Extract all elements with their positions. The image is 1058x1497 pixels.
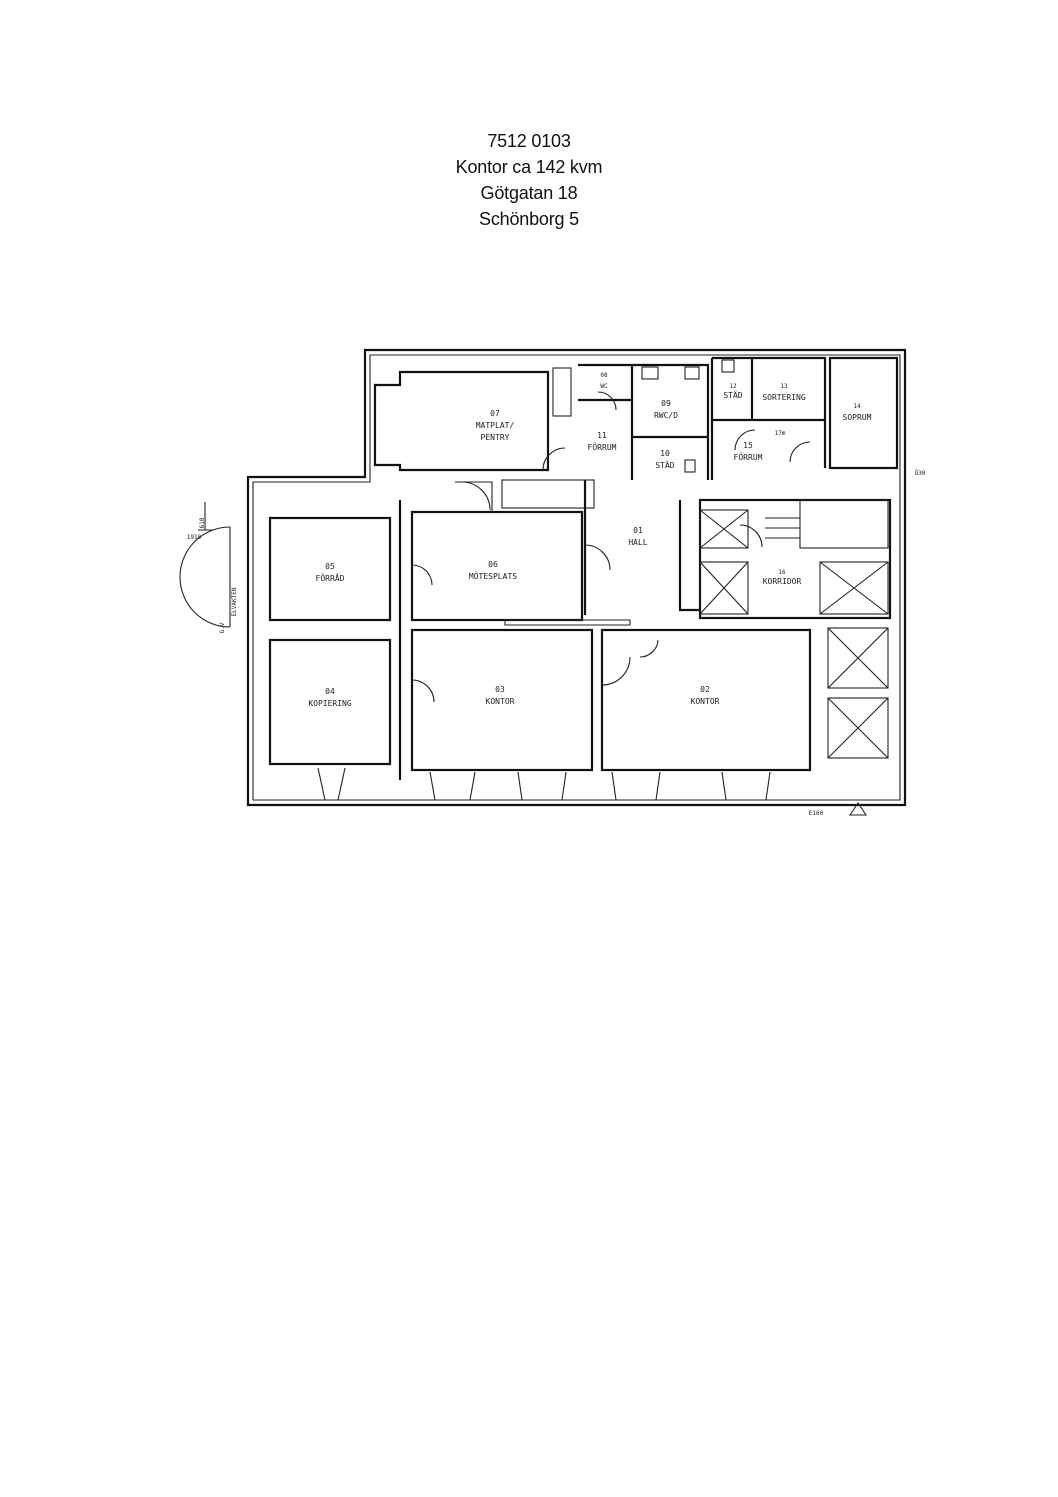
room-09-number: 09 (661, 399, 671, 408)
room-07-walls (373, 367, 595, 509)
facade-label: ELVAKTEN (231, 587, 238, 616)
room-03-walls (410, 628, 594, 772)
elevation-bottom: E160 (809, 810, 824, 817)
room-16-number: 16 (778, 569, 786, 576)
room-02-name: KONTOR (691, 697, 720, 706)
room-03-number: 03 (495, 685, 505, 694)
door-swings (411, 391, 811, 703)
room-12-number: 12 (729, 383, 737, 390)
room-04-name: KOPIERING (308, 699, 352, 708)
hall-partitions (398, 480, 700, 780)
room-05-number: 05 (325, 562, 335, 571)
window-bays (317, 767, 771, 801)
room-06-walls (410, 481, 584, 622)
dimension-1910: 1910 (187, 534, 202, 541)
room-05-name: FÖRRÅD (316, 572, 345, 583)
room-06-number: 06 (488, 560, 498, 569)
service-rooms-walls (710, 356, 899, 480)
room-01-name: HALL (628, 538, 647, 547)
room-10-name: STÄD (655, 460, 674, 470)
room-03-name: KONTOR (486, 697, 515, 706)
room-12-name: STÄD (723, 390, 742, 400)
room-15-number: 15 (743, 441, 753, 450)
orientation-marker (848, 802, 868, 816)
room-08-name: WC (600, 383, 608, 390)
room-11-number: 11 (597, 431, 607, 440)
room-14-number: 14 (853, 403, 861, 410)
elevation-top: Ö30 (915, 470, 926, 477)
room-14-name: SOPRUM (843, 413, 872, 422)
room-02-number: 02 (700, 685, 710, 694)
room-04-number: 04 (325, 687, 335, 696)
outer-walls (246, 348, 907, 807)
dimension-610: 610 (199, 517, 206, 528)
gv-label: G.V (219, 622, 226, 633)
room-16-name: KORRIDOR (763, 577, 802, 586)
room-02-walls (600, 628, 812, 772)
room-07-name-line1: MATPLAT/ (476, 421, 515, 430)
property-description: Kontor ca 142 kvm (455, 157, 603, 177)
room-15-name: FÖRRUM (734, 452, 763, 462)
area-17m: 17m (775, 430, 786, 437)
room-11-name: FÖRRUM (588, 442, 617, 452)
street-address: Götgatan 18 (480, 183, 578, 203)
room-05-walls (268, 516, 392, 622)
property-designation: Schönborg 5 (479, 209, 579, 229)
wc-block-walls (578, 363, 710, 480)
plan-header: 7512 0103 Kontor ca 142 kvm Götgatan 18 … (0, 128, 1058, 232)
room-13-number: 13 (780, 383, 788, 390)
room-04-walls (268, 638, 392, 766)
room-13-name: SORTERING (762, 393, 806, 402)
room-06-name: MÖTESPLATS (469, 571, 517, 581)
room-01-number: 01 (633, 526, 643, 535)
stairwell (698, 498, 892, 759)
room-07-number: 07 (490, 409, 500, 418)
room-10-number: 10 (660, 449, 670, 458)
exterior-bay (179, 502, 231, 628)
room-07-name-line2: PENTRY (481, 433, 510, 442)
room-09-name: RWC/D (654, 411, 678, 420)
room-08-number: 08 (600, 372, 608, 379)
object-number: 7512 0103 (487, 131, 571, 151)
